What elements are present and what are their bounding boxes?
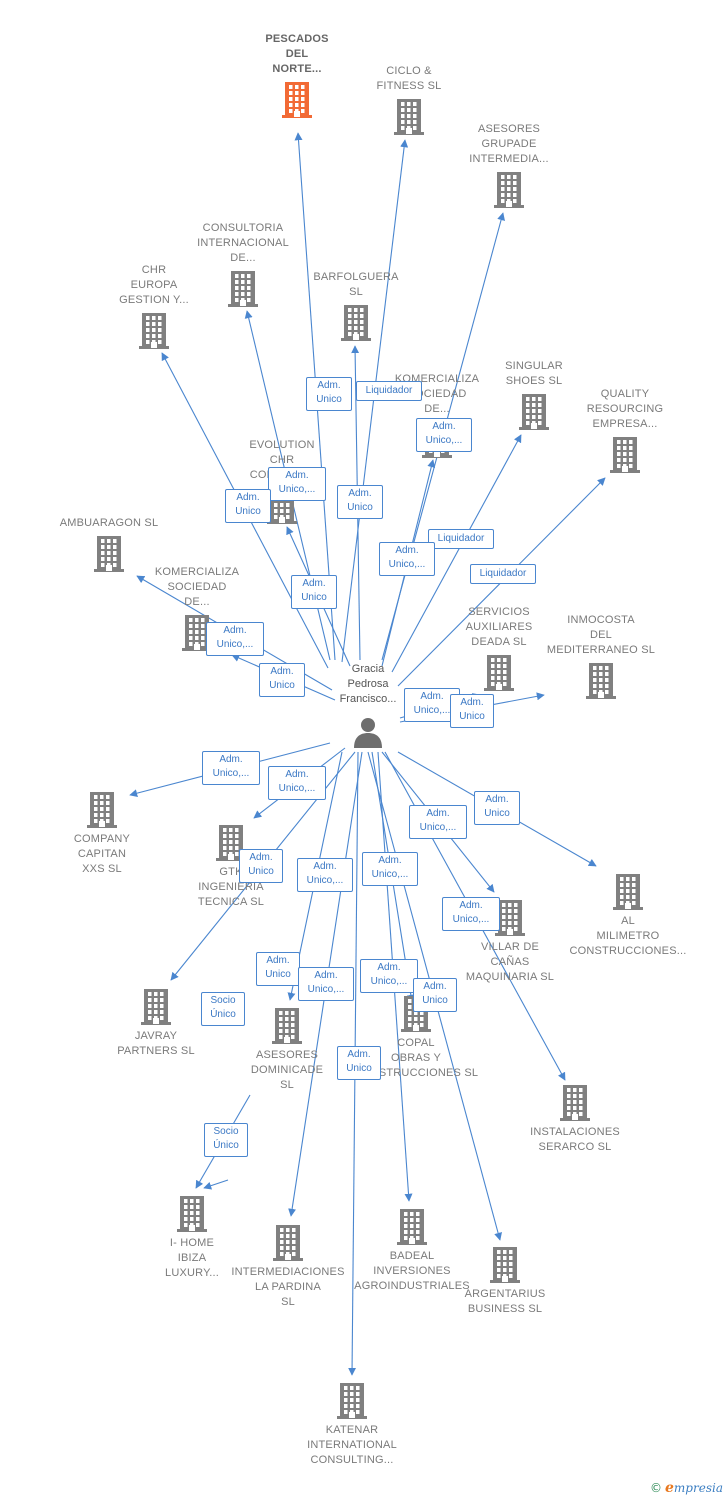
role-label-komercializa2: Adm.Unico,... [206,622,264,656]
building-icon [397,1209,427,1245]
role-label-argentarius: Adm.Unico [413,978,457,1012]
role-label-barfolguera-liq: Liquidador [356,381,422,401]
building-icon [495,900,525,936]
relationship-edge [341,139,409,663]
building-icon [610,437,640,473]
role-label-komercializa1: Adm.Unico,... [416,418,472,452]
role-label-villar-a: Adm.Unico,... [409,805,467,839]
building-icon [139,313,169,349]
building-icon [182,615,212,651]
relationship-edge [203,1179,229,1190]
role-label-chr: Adm.Unico [225,489,271,523]
role-label-evolution: Adm.Unico,... [268,467,326,501]
person-icon [354,718,382,748]
building-icon [282,82,312,118]
building-icon [394,99,424,135]
role-label-javray: Adm.Unico [239,849,283,883]
building-icon [337,1383,367,1419]
role-label-asesores-grupade: Adm.Unico,... [379,542,435,576]
brand-logo-text: mpresia [673,1481,723,1495]
building-icon [228,271,258,307]
role-label-company-capitan: Adm.Unico,... [202,751,260,785]
building-icon [177,1196,207,1232]
role-label-katenar: Adm.Unico [337,1046,381,1080]
building-icon [273,1225,303,1261]
building-icon [494,172,524,208]
brand-logo-initial: e [665,1480,674,1496]
role-label-asesores-dominicade: Adm.Unico,... [298,967,354,1001]
role-label-copal: Adm.Unico,... [360,959,418,993]
building-icon [87,792,117,828]
role-label-inmocosta: Adm.Unico [450,694,494,728]
role-label-pescados: Adm.Unico [306,377,352,411]
building-icon [560,1085,590,1121]
role-label-intermediaciones: Adm.Unico,... [297,858,353,892]
building-icon [484,655,514,691]
person-name: Gracia Pedrosa Francisco... [339,663,397,705]
copyright-icon: © [650,1481,662,1495]
building-icon [94,536,124,572]
company-name: CICLO &FITNESS SL [376,65,442,92]
role-label-ihome-a: Adm.Unico [256,952,300,986]
role-label-al-milimetro: Adm.Unico [474,791,520,825]
brand-footer: ©empresia [650,1480,723,1496]
relationship-edge [391,434,522,673]
role-label-ambuaragon: Adm.Unico [259,663,305,697]
building-icon [490,1247,520,1283]
building-icon [341,305,371,341]
building-icon [613,874,643,910]
role-label-consultoria: Adm.Unico [291,575,337,609]
role-label-quality-liq: Liquidador [470,564,536,584]
role-label-barfolguera: Adm.Unico [337,485,383,519]
building-icon [519,394,549,430]
company-name: AMBUARAGON SL [59,517,159,529]
role-label-singular-liq: Liquidador [428,529,494,549]
building-icon [586,663,616,699]
building-icon [272,1008,302,1044]
role-label-gtk: Adm.Unico,... [268,766,326,800]
building-icon [141,989,171,1025]
role-label-instalaciones: Adm.Unico,... [442,897,500,931]
role-label-badeal: Adm.Unico,... [362,852,418,886]
